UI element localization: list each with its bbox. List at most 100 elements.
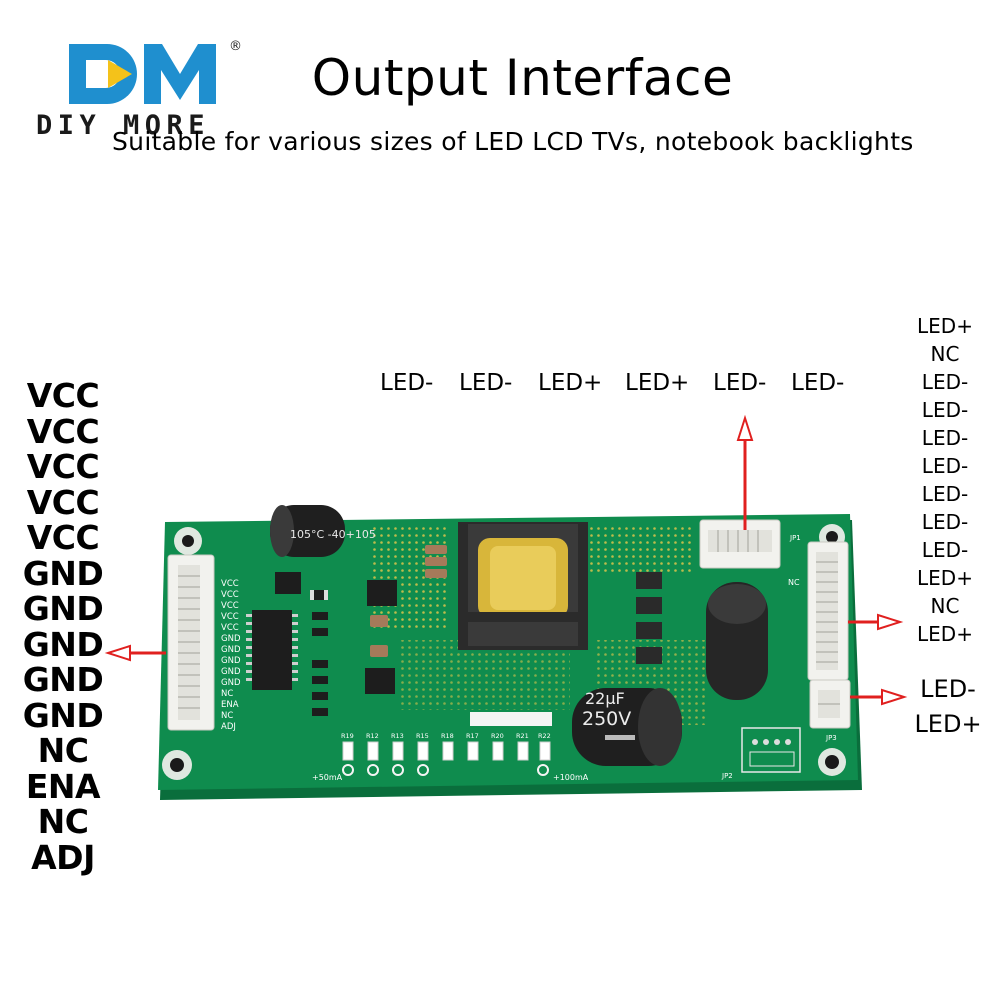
resistor-label: R15 — [416, 732, 429, 740]
small-capacitor: 105°C -40+105 — [270, 505, 376, 557]
silk-label: GND — [221, 656, 241, 666]
resistor-label: R17 — [466, 732, 479, 740]
logo-text: DIY MORE — [36, 110, 210, 137]
right-pin-label: LED- — [921, 510, 969, 534]
right-pin-label: NC — [930, 594, 960, 618]
resistor-label: R19 — [341, 732, 354, 740]
top-pin-label: LED- — [459, 370, 513, 396]
registered-mark: ® — [229, 39, 242, 54]
transistor — [275, 572, 301, 594]
left-pin-label: GND — [22, 695, 104, 735]
diode-array — [636, 572, 662, 664]
right-pin-label: LED+ — [917, 622, 973, 646]
arrow-right-small-connector — [850, 688, 908, 706]
left-pin-label: VCC — [26, 376, 100, 415]
current-high-label: +100mA — [553, 773, 589, 782]
resistor-label: R12 — [366, 732, 379, 740]
silk-label: VCC — [221, 601, 239, 611]
jp-label: JP3 — [825, 734, 837, 742]
silk-label: ENA — [221, 700, 239, 710]
ic-chip-main — [246, 610, 298, 690]
left-pin-label: VCC — [26, 447, 100, 486]
right-small-connector — [809, 679, 851, 729]
ic-chip-u2 — [365, 668, 395, 694]
top-pin-label: LED+ — [538, 370, 603, 396]
inductor — [706, 582, 768, 700]
right-connector: NC — [788, 541, 849, 681]
top-pin-label: LED- — [380, 370, 434, 396]
right-pin-label: LED- — [921, 370, 969, 394]
jumper-header — [741, 727, 801, 773]
right-pin-label: LED- — [921, 538, 969, 562]
left-connector — [167, 554, 215, 731]
resistor-label: R13 — [391, 732, 404, 740]
right-pin-label: NC — [930, 342, 960, 366]
silk-label: NC — [221, 689, 233, 699]
left-pin-label: VCC — [26, 411, 100, 451]
left-pin-label: GND — [22, 660, 104, 699]
diymore-logo: ® DIY MORE — [36, 39, 242, 137]
mount-hole — [162, 750, 192, 780]
arrow-left-connector — [104, 644, 166, 662]
left-pin-label: GND — [22, 624, 104, 664]
left-pin-label: VCC — [26, 482, 100, 522]
logo-mark — [69, 44, 216, 104]
top-pin-label: LED+ — [625, 370, 690, 396]
right-small-pin-label: LED- — [920, 675, 976, 703]
silk-label: GND — [221, 645, 241, 655]
silk-label: GND — [221, 667, 241, 677]
left-pin-label: NC — [37, 802, 89, 841]
pcb-board — [158, 514, 862, 800]
mount-hole — [818, 748, 846, 776]
silk-pin-labels: VCC VCC VCC VCC VCC GND GND GND GND GND … — [221, 579, 241, 732]
top-pin-label: LED- — [713, 370, 767, 396]
left-pin-label: GND — [22, 589, 104, 628]
silk-label: VCC — [221, 612, 239, 622]
mount-hole — [174, 527, 202, 555]
current-jumper-row: R19 R12 R13 R15 R18 R17 R20 R21 R22 +50m… — [312, 732, 589, 782]
resistor-label: R18 — [441, 732, 454, 740]
left-pin-label: ADJ — [31, 837, 95, 877]
top-connector — [699, 519, 781, 569]
large-capacitor-voltage: 250V — [582, 708, 631, 730]
right-pin-label: LED- — [921, 398, 969, 422]
resistor-label: R21 — [516, 732, 529, 740]
small-capacitor-label: 105°C -40+105 — [290, 528, 376, 541]
smd-components — [310, 545, 447, 716]
right-pin-label: LED- — [921, 482, 969, 506]
right-small-connector-labels: LED- LED+ — [908, 672, 988, 742]
ic-chip-u1 — [367, 580, 397, 606]
current-low-label: +50mA — [312, 773, 343, 782]
nc-silk-label: NC — [788, 578, 800, 587]
top-pin-label: LED- — [791, 370, 845, 396]
jp-label: JP1 — [789, 534, 801, 542]
page-subtitle: Suitable for various sizes of LED LCD TV… — [112, 127, 914, 156]
transformer — [458, 522, 588, 650]
right-pin-label: LED+ — [917, 566, 973, 590]
silk-label: VCC — [221, 590, 239, 600]
right-pin-label: LED- — [921, 454, 969, 478]
page-title: Output Interface — [311, 49, 734, 107]
right-pin-label: LED- — [921, 426, 969, 450]
large-capacitor-value: 22µF — [585, 689, 625, 708]
silk-label: GND — [221, 634, 241, 644]
left-pin-label: NC — [37, 731, 89, 770]
arrow-top-connector — [736, 414, 754, 530]
arrow-right-connector — [848, 613, 904, 631]
silk-label: GND — [221, 678, 241, 688]
jp-label: JP2 — [721, 772, 733, 780]
left-connector-labels: VCC VCC VCC VCC VCC GND GND GND GND GND … — [18, 378, 108, 875]
silk-label: ADJ — [221, 722, 236, 732]
top-connector-labels: LED- LED- LED+ LED+ LED- LED- — [380, 366, 850, 402]
right-connector-labels: LED+ NC LED- LED- LED- LED- LED- LED- LE… — [905, 312, 985, 648]
right-small-pin-label: LED+ — [914, 710, 982, 738]
silk-label: NC — [221, 711, 233, 721]
silk-label: VCC — [221, 579, 239, 589]
label-strip — [470, 712, 552, 726]
right-pin-label: LED+ — [917, 314, 973, 338]
left-pin-label: GND — [22, 553, 104, 593]
silk-label: VCC — [221, 623, 239, 633]
left-pin-label: VCC — [26, 518, 100, 557]
resistor-label: R22 — [538, 732, 551, 740]
